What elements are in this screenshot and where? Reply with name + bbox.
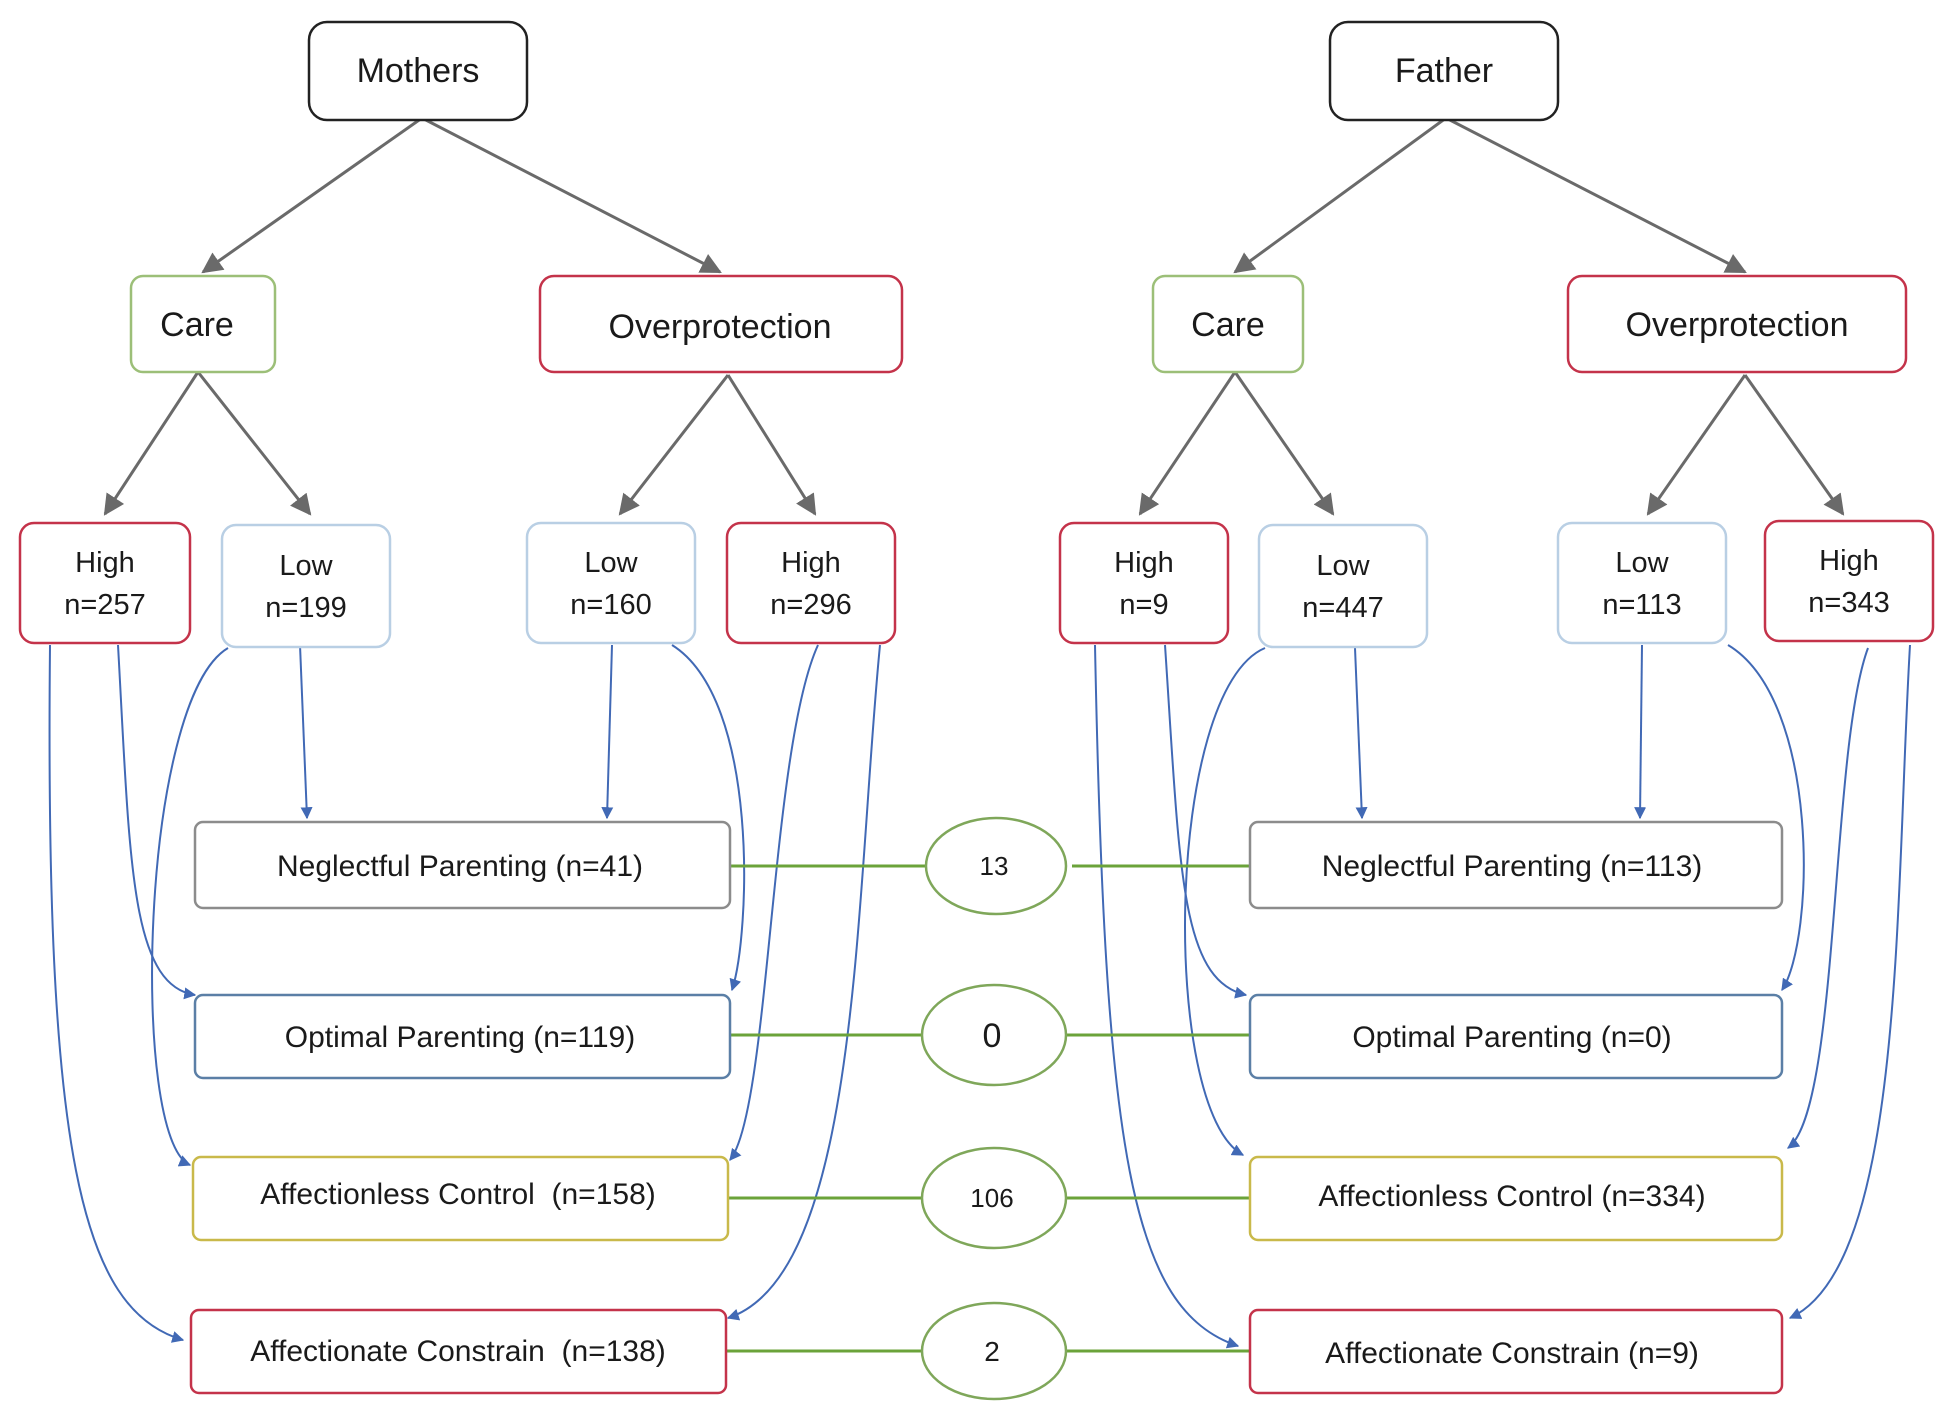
mothers-flow-arrows bbox=[48, 644, 881, 1343]
overlap-oval-optimal: 0 bbox=[920, 983, 1068, 1087]
flow-mothers-care-low-to-neglectful bbox=[299, 644, 313, 820]
mothers-overprotection-low-node: Low n=160 bbox=[525, 521, 697, 645]
father-care-low-label: Low bbox=[1316, 550, 1370, 582]
overlap-optimal-value: 0 bbox=[983, 1017, 1002, 1055]
father-node: Father bbox=[1328, 20, 1560, 122]
mothers-overprotection-high-node: High n=296 bbox=[725, 521, 897, 645]
father-affectionate-box: Affectionate Constrain (n=9) bbox=[1248, 1308, 1784, 1395]
mothers-care-high-label: High bbox=[75, 547, 135, 579]
mothers-overprotection-low-n: n=160 bbox=[570, 589, 651, 621]
mothers-affectionless-label: Affectionless Control (n=158) bbox=[260, 1178, 656, 1211]
flow-father-overprotection-high-to-affectionless bbox=[1787, 647, 1869, 1149]
arrow-mothers-to-care bbox=[201, 116, 423, 274]
arrow-mothers-overprotection-to-high bbox=[726, 374, 817, 516]
father-overprotection-low-node: Low n=113 bbox=[1556, 521, 1728, 645]
flow-mothers-care-high-to-affectionate bbox=[48, 644, 185, 1343]
mothers-care-label: Care bbox=[160, 306, 234, 344]
mothers-overprotection-low-label: Low bbox=[584, 547, 638, 579]
father-care-low-n: n=447 bbox=[1302, 592, 1383, 624]
flow-father-care-low-to-affectionless bbox=[1184, 647, 1266, 1156]
mothers-overprotection-high-n: n=296 bbox=[770, 589, 851, 621]
flow-father-overprotection-low-to-optimal bbox=[1727, 644, 1805, 992]
father-neglectful-box: Neglectful Parenting (n=113) bbox=[1248, 820, 1784, 910]
flow-father-overprotection-high-to-affectionate bbox=[1788, 644, 1911, 1319]
arrow-mothers-to-overprotection bbox=[421, 116, 722, 274]
overlap-oval-affectionate: 2 bbox=[920, 1301, 1068, 1401]
flow-mothers-overprotection-high-to-affectionate bbox=[726, 644, 881, 1321]
flow-father-care-low-to-neglectful bbox=[1354, 647, 1368, 820]
father-care-high-n: n=9 bbox=[1119, 589, 1168, 621]
father-neglectful-label: Neglectful Parenting (n=113) bbox=[1322, 850, 1703, 883]
father-care-node: Care bbox=[1151, 274, 1305, 374]
father-overprotection-low-label: Low bbox=[1615, 547, 1669, 579]
mothers-care-low-label: Low bbox=[279, 550, 333, 582]
arrow-father-overprotection-to-high bbox=[1743, 374, 1845, 516]
mothers-overprotection-label: Overprotection bbox=[609, 308, 832, 346]
overlap-affectionless-value: 106 bbox=[970, 1183, 1013, 1213]
tree-arrows bbox=[103, 116, 1845, 516]
flow-father-care-high-to-optimal bbox=[1164, 644, 1248, 999]
father-optimal-label: Optimal Parenting (n=0) bbox=[1352, 1021, 1671, 1054]
mothers-overprotection-high-label: High bbox=[781, 547, 841, 579]
mothers-care-high-node: High n=257 bbox=[18, 521, 192, 645]
mothers-affectionate-label: Affectionate Constrain (n=138) bbox=[250, 1335, 666, 1368]
mothers-care-node: Care bbox=[129, 274, 277, 374]
father-affectionate-label: Affectionate Constrain (n=9) bbox=[1325, 1337, 1699, 1370]
arrow-father-overprotection-to-low bbox=[1646, 374, 1747, 516]
arrow-father-care-to-high bbox=[1138, 371, 1237, 516]
flow-father-overprotection-low-to-neglectful bbox=[1634, 644, 1647, 820]
father-overprotection-low-n: n=113 bbox=[1602, 589, 1681, 621]
mothers-optimal-box: Optimal Parenting (n=119) bbox=[193, 993, 732, 1080]
father-affectionless-box: Affectionless Control (n=334) bbox=[1248, 1155, 1784, 1242]
father-overprotection-label: Overprotection bbox=[1626, 306, 1849, 344]
flow-mothers-overprotection-high-to-affectionless bbox=[729, 644, 819, 1161]
father-optimal-box: Optimal Parenting (n=0) bbox=[1248, 993, 1784, 1080]
father-overprotection-high-n: n=343 bbox=[1808, 587, 1889, 619]
mothers-neglectful-box: Neglectful Parenting (n=41) bbox=[193, 820, 732, 910]
arrow-mothers-care-to-low bbox=[196, 371, 312, 516]
arrow-father-to-care bbox=[1233, 116, 1447, 274]
mothers-care-low-n: n=199 bbox=[265, 592, 346, 624]
father-care-high-label: High bbox=[1114, 547, 1174, 579]
father-title: Father bbox=[1395, 52, 1493, 90]
overlap-links bbox=[726, 864, 1250, 1353]
father-overprotection-node: Overprotection bbox=[1566, 274, 1908, 374]
flow-mothers-overprotection-low-to-optimal bbox=[671, 644, 746, 992]
overlap-oval-neglectful: 13 bbox=[924, 816, 1068, 916]
father-flow-arrows bbox=[1094, 644, 1911, 1349]
father-care-high-node: High n=9 bbox=[1058, 521, 1230, 645]
father-care-low-node: Low n=447 bbox=[1257, 523, 1429, 649]
flow-mothers-care-high-to-optimal bbox=[117, 644, 197, 1000]
flow-mothers-care-low-to-affectionless bbox=[151, 647, 229, 1167]
overlap-neglectful-value: 13 bbox=[980, 851, 1009, 881]
overlap-oval-affectionless: 106 bbox=[920, 1146, 1068, 1250]
mothers-title: Mothers bbox=[357, 52, 480, 90]
mothers-overprotection-node: Overprotection bbox=[538, 274, 904, 374]
father-affectionless-label: Affectionless Control (n=334) bbox=[1318, 1180, 1705, 1213]
flow-mothers-overprotection-low-to-neglectful bbox=[601, 644, 614, 820]
mothers-care-low-node: Low n=199 bbox=[220, 523, 392, 649]
arrow-father-to-overprotection bbox=[1445, 116, 1747, 274]
father-overprotection-high-label: High bbox=[1819, 545, 1879, 577]
arrow-mothers-care-to-high bbox=[103, 371, 200, 516]
mothers-optimal-label: Optimal Parenting (n=119) bbox=[285, 1021, 635, 1054]
mothers-neglectful-label: Neglectful Parenting (n=41) bbox=[277, 850, 643, 883]
mothers-affectionate-box: Affectionate Constrain (n=138) bbox=[189, 1308, 728, 1395]
mothers-care-high-n: n=257 bbox=[64, 589, 145, 621]
father-overprotection-high-node: High n=343 bbox=[1763, 519, 1935, 643]
arrow-mothers-overprotection-to-low bbox=[618, 374, 730, 516]
father-care-label: Care bbox=[1191, 306, 1265, 344]
overlap-affectionate-value: 2 bbox=[984, 1336, 1000, 1367]
mothers-node: Mothers bbox=[307, 20, 529, 122]
flow-father-care-high-to-affectionate bbox=[1094, 644, 1240, 1349]
arrow-father-care-to-low bbox=[1233, 371, 1335, 516]
mothers-affectionless-box: Affectionless Control (n=158) bbox=[191, 1155, 730, 1242]
